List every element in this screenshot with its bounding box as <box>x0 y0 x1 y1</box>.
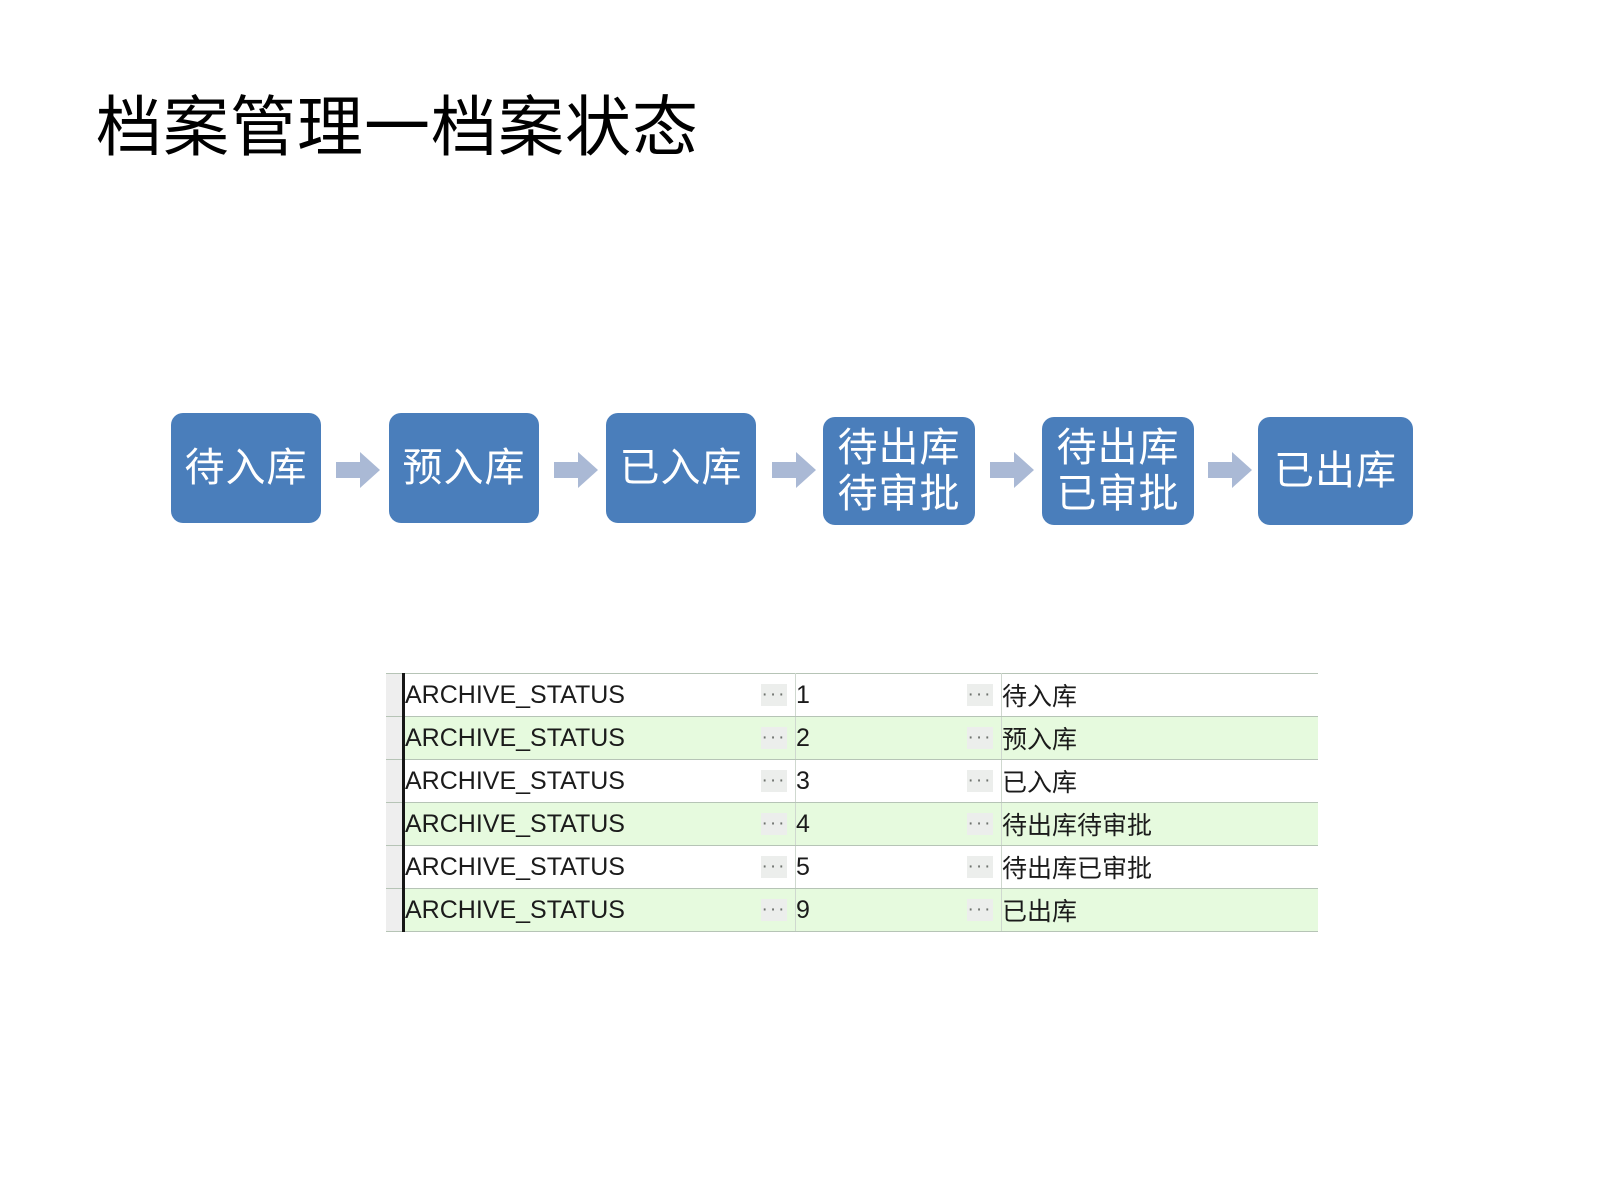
flow-box-3[interactable]: 已入库 <box>606 413 756 523</box>
row-header-gutter[interactable] <box>386 673 405 717</box>
cell-value: 已入库 <box>1002 769 1078 797</box>
table-row[interactable]: ARCHIVE_STATUS ··· 2 ··· 预入库 <box>386 716 1318 760</box>
table-row[interactable]: ARCHIVE_STATUS ··· 4 ··· 待出库待审批 <box>386 802 1318 846</box>
flow-box-1[interactable]: 待入库 <box>171 413 321 523</box>
cell-value: 预入库 <box>1002 726 1078 754</box>
cell-archive-status-name[interactable]: ARCHIVE_STATUS ··· <box>403 673 796 717</box>
flow-box-2[interactable]: 预入库 <box>389 413 539 523</box>
ellipsis-icon[interactable]: ··· <box>761 727 787 749</box>
ellipsis-icon[interactable]: ··· <box>967 770 993 792</box>
cell-archive-status-name[interactable]: ARCHIVE_STATUS ··· <box>403 888 796 932</box>
table-row[interactable]: ARCHIVE_STATUS ··· 5 ··· 待出库已审批 <box>386 845 1318 889</box>
cell-archive-status-name[interactable]: ARCHIVE_STATUS ··· <box>403 802 796 846</box>
cell-value: ARCHIVE_STATUS <box>405 680 625 709</box>
cell-archive-status-name[interactable]: ARCHIVE_STATUS ··· <box>403 845 796 889</box>
cell-status-label[interactable]: 待出库已审批 <box>1001 845 1318 889</box>
table-row[interactable]: ARCHIVE_STATUS ··· 3 ··· 已入库 <box>386 759 1318 803</box>
cell-archive-status-name[interactable]: ARCHIVE_STATUS ··· <box>403 716 796 760</box>
cell-archive-status-name[interactable]: ARCHIVE_STATUS ··· <box>403 759 796 803</box>
flow-box-label: 待入库 <box>184 445 308 490</box>
cell-value: ARCHIVE_STATUS <box>405 766 625 795</box>
cell-status-code[interactable]: 1 ··· <box>795 673 1002 717</box>
cell-value: 9 <box>796 895 810 924</box>
cell-value: 5 <box>796 852 810 881</box>
cell-value: ARCHIVE_STATUS <box>405 723 625 752</box>
cell-status-label[interactable]: 已入库 <box>1001 759 1318 803</box>
flow-box-6[interactable]: 已出库 <box>1258 417 1413 525</box>
flow-box-label: 待出库 待审批 <box>837 425 961 516</box>
ellipsis-icon[interactable]: ··· <box>967 813 993 835</box>
cell-status-code[interactable]: 5 ··· <box>795 845 1002 889</box>
cell-value: ARCHIVE_STATUS <box>405 852 625 881</box>
right-arrow-icon <box>336 452 380 488</box>
cell-status-code[interactable]: 2 ··· <box>795 716 1002 760</box>
cell-value: 已出库 <box>1002 898 1078 926</box>
table-body: ARCHIVE_STATUS ··· 1 ··· 待入库 ARCHIVE_STATUS ··… <box>386 673 1318 932</box>
cell-status-code[interactable]: 3 ··· <box>795 759 1002 803</box>
right-arrow-icon <box>990 452 1034 488</box>
page-title: 档案管理一档案状态 <box>96 92 699 165</box>
flow-box-label: 预入库 <box>402 445 526 490</box>
flow-box-label: 待出库 已审批 <box>1056 425 1180 516</box>
right-arrow-icon <box>554 452 598 488</box>
cell-status-code[interactable]: 4 ··· <box>795 802 1002 846</box>
ellipsis-icon[interactable]: ··· <box>967 899 993 921</box>
flow-box-4[interactable]: 待出库 待审批 <box>823 417 975 525</box>
row-header-gutter[interactable] <box>386 888 405 932</box>
cell-value: 1 <box>796 680 810 709</box>
ellipsis-icon[interactable]: ··· <box>761 899 787 921</box>
archive-status-flow-diagram: 待入库 预入库 已入库 待出库 待审批 待出库 已审批 已出库 <box>0 405 1600 545</box>
cell-status-code[interactable]: 9 ··· <box>795 888 1002 932</box>
ellipsis-icon[interactable]: ··· <box>967 684 993 706</box>
row-header-gutter[interactable] <box>386 716 405 760</box>
cell-value: 待出库待审批 <box>1002 812 1153 840</box>
cell-value: 2 <box>796 723 810 752</box>
row-header-gutter[interactable] <box>386 845 405 889</box>
cell-value: ARCHIVE_STATUS <box>405 895 625 924</box>
right-arrow-icon <box>772 452 816 488</box>
cell-value: ARCHIVE_STATUS <box>405 809 625 838</box>
cell-value: 3 <box>796 766 810 795</box>
right-arrow-icon <box>1208 452 1252 488</box>
row-header-gutter[interactable] <box>386 802 405 846</box>
ellipsis-icon[interactable]: ··· <box>761 684 787 706</box>
table-row[interactable]: ARCHIVE_STATUS ··· 9 ··· 已出库 <box>386 888 1318 932</box>
cell-value: 待出库已审批 <box>1002 855 1153 883</box>
row-header-gutter[interactable] <box>386 759 405 803</box>
ellipsis-icon[interactable]: ··· <box>761 856 787 878</box>
cell-value: 待入库 <box>1002 683 1078 711</box>
archive-status-table: ARCHIVE_STATUS ··· 1 ··· 待入库 ARCHIVE_STATUS ··… <box>386 673 1318 932</box>
ellipsis-icon[interactable]: ··· <box>761 770 787 792</box>
cell-status-label[interactable]: 待出库待审批 <box>1001 802 1318 846</box>
flow-box-label: 已出库 <box>1274 448 1397 493</box>
table-row[interactable]: ARCHIVE_STATUS ··· 1 ··· 待入库 <box>386 673 1318 717</box>
cell-status-label[interactable]: 待入库 <box>1001 673 1318 717</box>
cell-status-label[interactable]: 预入库 <box>1001 716 1318 760</box>
ellipsis-icon[interactable]: ··· <box>761 813 787 835</box>
cell-value: 4 <box>796 809 810 838</box>
ellipsis-icon[interactable]: ··· <box>967 727 993 749</box>
cell-status-label[interactable]: 已出库 <box>1001 888 1318 932</box>
ellipsis-icon[interactable]: ··· <box>967 856 993 878</box>
flow-box-label: 已入库 <box>619 445 743 490</box>
flow-box-5[interactable]: 待出库 已审批 <box>1042 417 1194 525</box>
